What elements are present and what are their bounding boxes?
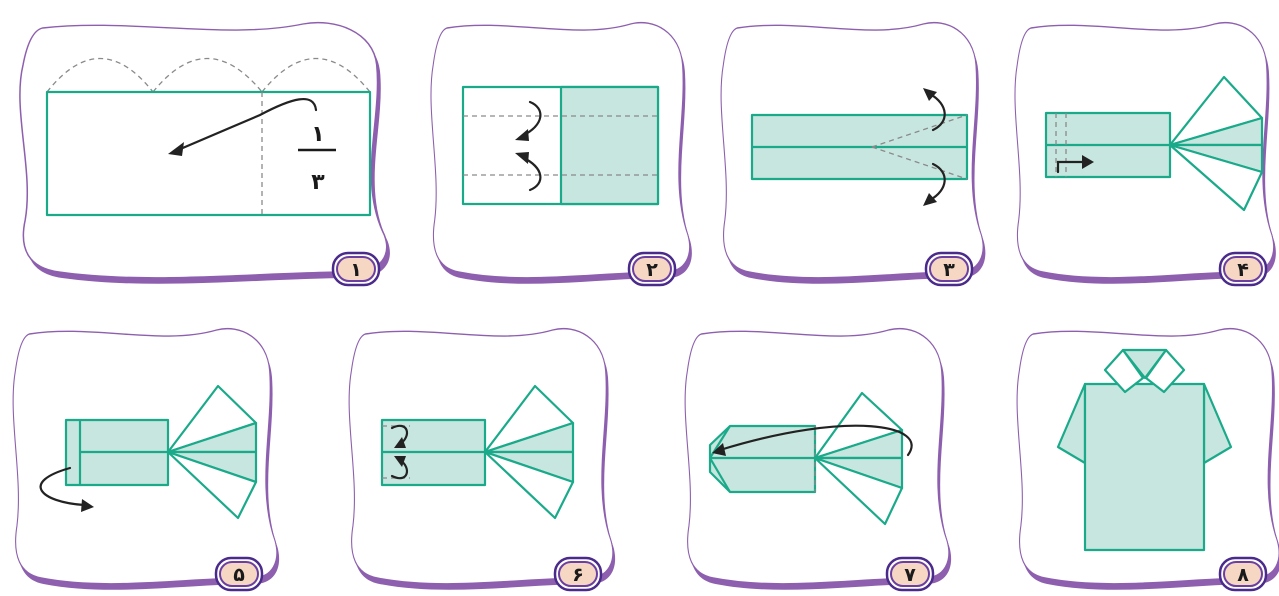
fold-arrow [176, 97, 318, 152]
step-1-panel: ۱ ۳ ۱ [19, 21, 390, 287]
step-4-drawing [1044, 75, 1264, 212]
step-2-number: ۲ [646, 259, 658, 281]
step-6-number: ۶ [572, 564, 584, 586]
step-5-number: ۵ [233, 564, 245, 586]
step-2-panel: ۲ [430, 21, 692, 287]
arrow-head [168, 142, 184, 156]
step-7-number: ۷ [904, 564, 916, 586]
step-2-drawing [461, 85, 660, 206]
fold-arrow [1056, 160, 1086, 174]
step-3-drawing [750, 88, 969, 206]
folded-flap [559, 85, 660, 206]
step-1-number: ۱ [350, 259, 362, 281]
fold-arc-2 [152, 58, 263, 93]
step-6-drawing [380, 384, 575, 520]
collar-flap-bottom-white [1168, 143, 1264, 212]
fold-arrow-top [928, 92, 946, 132]
step-3-number: ۳ [943, 259, 955, 281]
step-7-panel: ۷ [684, 327, 952, 592]
step-1-badge: ۱ [331, 251, 381, 287]
paper-sheet [45, 90, 372, 217]
fold-arc-1 [46, 58, 154, 93]
fold-arrow [39, 466, 86, 507]
step-8-drawing [1056, 348, 1233, 552]
step-3-badge: ۳ [924, 251, 974, 287]
step-4-panel: ۴ [1014, 21, 1276, 287]
step-4-badge: ۴ [1218, 251, 1268, 287]
step-6-panel: ۶ [348, 327, 616, 592]
fraction-numerator: ۱ [311, 122, 324, 147]
step-8-number: ۸ [1237, 564, 1249, 586]
fold-arc-3 [261, 58, 371, 93]
step-4-number: ۴ [1237, 259, 1249, 281]
step-3-panel: ۳ [720, 21, 986, 287]
step-5-panel: ۵ [12, 327, 280, 592]
collar-band [1121, 348, 1168, 380]
fold-arrow [718, 424, 913, 457]
step-5-badge: ۵ [214, 556, 264, 592]
shirt-body [1083, 382, 1206, 552]
step-7-badge: ۷ [885, 556, 935, 592]
step-6-badge: ۶ [553, 556, 603, 592]
step-5-drawing [39, 384, 258, 520]
step-8-badge: ۸ [1218, 556, 1268, 592]
step-8-panel: ۸ [1016, 327, 1279, 592]
fraction-denominator: ۳ [311, 170, 325, 195]
fold-arrow-bottom [928, 162, 946, 202]
step-2-badge: ۲ [627, 251, 677, 287]
collar-left [1103, 348, 1145, 394]
step-1-drawing: ۱ ۳ [45, 58, 372, 217]
step-7-drawing [708, 391, 913, 526]
